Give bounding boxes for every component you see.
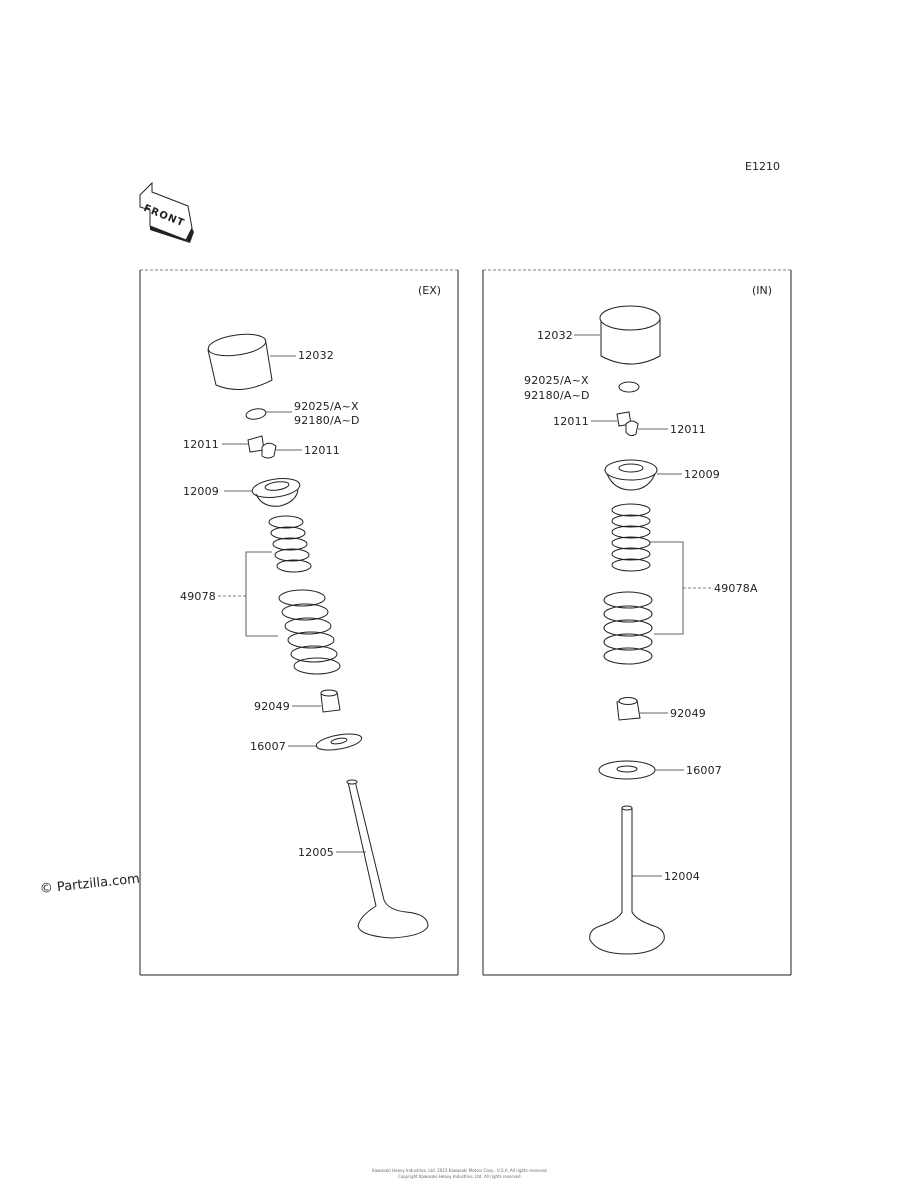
ex-label-valve: 12005 [298,846,334,859]
in-shim [618,381,640,393]
ex-inner-spring [268,515,312,573]
front-arrow-icon [139,181,194,243]
in-label-spring: 49078A [714,582,758,595]
in-cotters [591,411,668,437]
in-label-shim-a: 92025/A~X [524,374,589,387]
in-label-valve: 12004 [664,870,700,883]
in-retainer [604,459,682,491]
diagram-code: E1210 [745,160,780,173]
in-label-seat: 16007 [686,764,722,777]
ex-label-shim-b: 92180/A~D [294,414,360,427]
ex-cotters [222,435,302,459]
ex-spring-seat [288,733,363,751]
in-label-retainer: 12009 [684,468,720,481]
in-label-tappet: 12032 [537,329,573,342]
ex-spring-bracket [218,551,278,637]
ex-valve [336,779,429,939]
in-panel-tag: (IN) [752,284,773,297]
in-valve [589,805,665,955]
in-outer-spring [603,591,653,665]
ex-label-spring: 49078 [180,590,216,603]
ex-tappet [207,333,296,390]
in-spring-seat [598,760,684,780]
ex-label-cotter-right: 12011 [304,444,340,457]
ex-panel-tag: (EX) [418,284,442,297]
ex-label-tappet: 12032 [298,349,334,362]
in-label-shim-b: 92180/A~D [524,389,590,402]
in-spring-bracket [650,541,712,635]
ex-retainer [224,477,301,507]
ex-shim [245,408,292,420]
footer-copyright: Kawasaki Heavy Industries, Ltd. 2023 Kaw… [330,1168,590,1180]
ex-label-seat: 16007 [250,740,286,753]
ex-outer-spring [278,589,341,675]
ex-panel-border [139,269,459,976]
ex-label-shim-a: 92025/A~X [294,400,359,413]
ex-label-seal: 92049 [254,700,290,713]
footer-line-2: Copyright Kawasaki Heavy Industries, Ltd… [398,1174,522,1179]
in-tappet [574,305,661,365]
in-valve-seal [616,697,668,721]
ex-label-retainer: 12009 [183,485,219,498]
in-label-seal: 92049 [670,707,706,720]
footer-line-1: Kawasaki Heavy Industries, Ltd. 2023 Kaw… [372,1168,548,1173]
in-inner-spring [611,503,651,572]
ex-label-cotter-left: 12011 [183,438,219,451]
in-label-cotter-right: 12011 [670,423,706,436]
in-panel-border [482,269,792,976]
ex-valve-seal [292,689,341,713]
in-label-cotter-left: 12011 [553,415,589,428]
